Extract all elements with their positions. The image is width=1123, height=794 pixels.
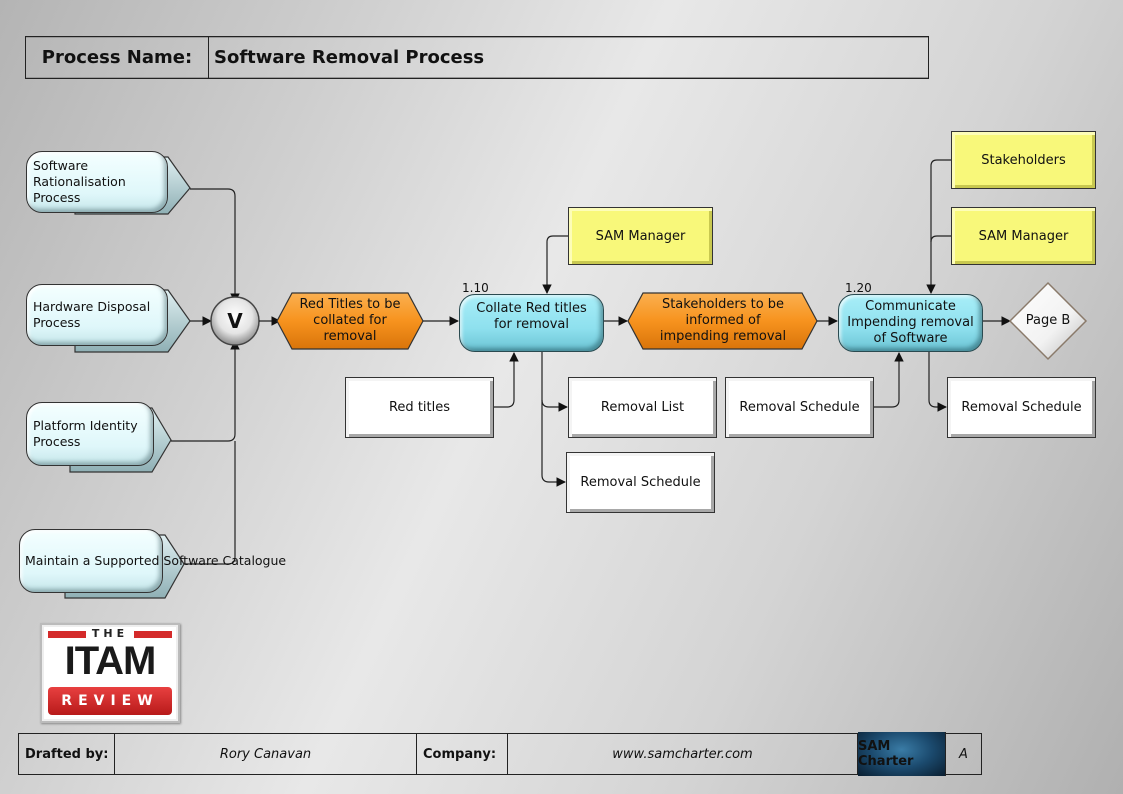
line-removal-list xyxy=(541,352,568,412)
line-removal-schedule-out xyxy=(928,352,947,412)
external-process-label: Maintain a Supported Software Catalogue xyxy=(19,529,286,593)
line-ext1-to-v xyxy=(190,188,240,303)
role-sam-manager-1[interactable]: SAM Manager xyxy=(568,207,713,265)
event-hexagon-1 xyxy=(276,292,424,350)
revision-value: A xyxy=(959,746,968,762)
process-name-header: Process Name: Software Removal Process xyxy=(25,36,929,79)
or-connector-label: V xyxy=(227,309,243,333)
external-process-label: Software Rationalisation Process xyxy=(26,151,168,213)
page-connector-diamond xyxy=(1008,281,1088,361)
process-name-label: Process Name: xyxy=(26,37,209,78)
line-sam-manager-1 xyxy=(542,235,568,294)
role-stakeholders[interactable]: Stakeholders xyxy=(951,131,1096,189)
process-communicate-removal[interactable]: Communicate Impending removal of Softwar… xyxy=(838,294,983,352)
external-process-label: Platform Identity Process xyxy=(26,402,154,466)
line-ext4-to-v xyxy=(184,441,236,565)
document-removal-list[interactable]: Removal List xyxy=(568,377,717,438)
drafted-by-value: Rory Canavan xyxy=(115,734,417,774)
event-hexagon-2 xyxy=(627,292,818,350)
line-red-titles xyxy=(493,352,519,408)
company-label: Company: xyxy=(417,734,508,774)
logo-review: REVIEW xyxy=(48,687,172,715)
sam-charter-logo: SAM Charter xyxy=(858,732,946,776)
role-sam-manager-2[interactable]: SAM Manager xyxy=(951,207,1096,265)
process-label: Communicate Impending removal of Softwar… xyxy=(847,299,974,346)
document-removal-schedule-2[interactable]: Removal Schedule xyxy=(725,377,874,438)
logo-itam: ITAM xyxy=(64,639,157,683)
line-ext3-to-v xyxy=(171,340,240,442)
page-connector-label[interactable]: Page B xyxy=(1025,313,1071,328)
footer-table: Drafted by: Rory Canavan Company: www.sa… xyxy=(18,732,982,776)
line-stakeholders xyxy=(926,159,951,294)
company-value[interactable]: www.samcharter.com xyxy=(508,734,858,774)
document-removal-schedule-3[interactable]: Removal Schedule xyxy=(947,377,1096,438)
document-removal-schedule-1[interactable]: Removal Schedule xyxy=(566,452,715,513)
process-number-1: 1.10 xyxy=(462,281,489,295)
process-name-value: Software Removal Process xyxy=(214,47,485,68)
external-process-label: Hardware Disposal Process xyxy=(26,284,168,346)
logo-the: THE xyxy=(91,627,129,640)
drafted-by-label: Drafted by: xyxy=(19,734,115,774)
line-removal-schedule-in xyxy=(874,352,904,408)
itam-review-logo: THE ITAM REVIEW xyxy=(40,623,180,723)
event-red-titles-collated[interactable]: Red Titles to be collated for removal xyxy=(299,297,401,344)
line-removal-schedule-1 xyxy=(541,400,566,487)
logo-red-bar-right xyxy=(134,631,172,638)
process-label: Collate Red titles for removal xyxy=(476,301,587,332)
event-stakeholders-informed[interactable]: Stakeholders to be informed of impending… xyxy=(659,297,787,344)
document-red-titles[interactable]: Red titles xyxy=(345,377,494,438)
process-number-2: 1.20 xyxy=(845,281,872,295)
line-sam-manager-2 xyxy=(930,235,951,243)
logo-red-bar-left xyxy=(48,631,86,638)
process-collate-red-titles[interactable]: Collate Red titles for removal xyxy=(459,294,604,352)
